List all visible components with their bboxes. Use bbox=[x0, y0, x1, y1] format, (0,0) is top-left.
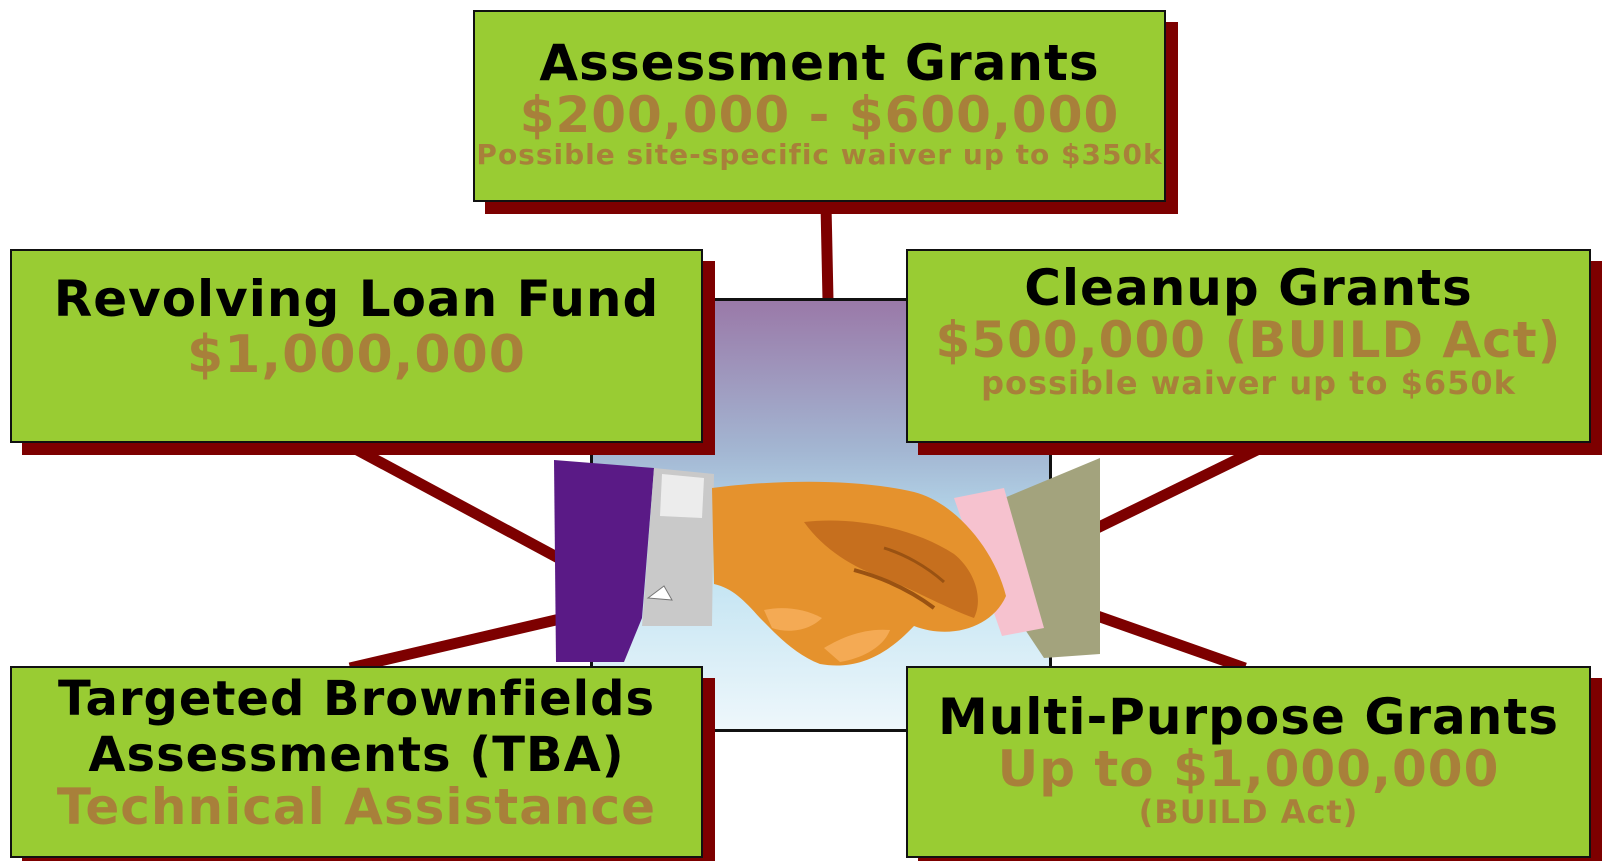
multi-purpose-grants-value: Up to $1,000,000 bbox=[997, 740, 1500, 798]
connector-revolving-loan bbox=[347, 441, 593, 580]
multi-purpose-grants-box: Multi-Purpose Grants Up to $1,000,000 (B… bbox=[906, 666, 1591, 858]
assessment-grants-title: Assessment Grants bbox=[539, 34, 1100, 92]
assessment-grants-box: Assessment Grants $200,000 - $600,000 Po… bbox=[473, 10, 1166, 202]
cleanup-grants-value: $500,000 (BUILD Act) bbox=[935, 311, 1562, 369]
revolving-loan-fund-title: Revolving Loan Fund bbox=[53, 270, 660, 328]
handshake-icon bbox=[554, 458, 1100, 666]
cleanup-grants-title: Cleanup Grants bbox=[1024, 259, 1473, 317]
revolving-loan-fund-value: $1,000,000 bbox=[187, 325, 526, 385]
multi-purpose-grants-note: (BUILD Act) bbox=[1138, 793, 1359, 831]
targeted-brownfields-assessments-box: Targeted Brownfields Assessments (TBA) T… bbox=[10, 666, 703, 858]
cleanup-grants-box: Cleanup Grants $500,000 (BUILD Act) poss… bbox=[906, 249, 1591, 443]
connector-tba bbox=[348, 606, 592, 674]
assessment-grants-value: $200,000 - $600,000 bbox=[519, 86, 1120, 144]
assessment-grants-note: Possible site-specific waiver up to $350… bbox=[476, 138, 1163, 171]
tba-title-line2: Assessments (TBA) bbox=[88, 727, 625, 783]
connector-assessment bbox=[820, 204, 834, 301]
revolving-loan-fund-box: Revolving Loan Fund $1,000,000 bbox=[10, 249, 703, 443]
multi-purpose-grants-title: Multi-Purpose Grants bbox=[937, 688, 1560, 746]
tba-value: Technical Assistance bbox=[56, 778, 657, 836]
cleanup-grants-note: possible waiver up to $650k bbox=[981, 364, 1516, 402]
tba-title-line1: Targeted Brownfields bbox=[57, 671, 656, 727]
